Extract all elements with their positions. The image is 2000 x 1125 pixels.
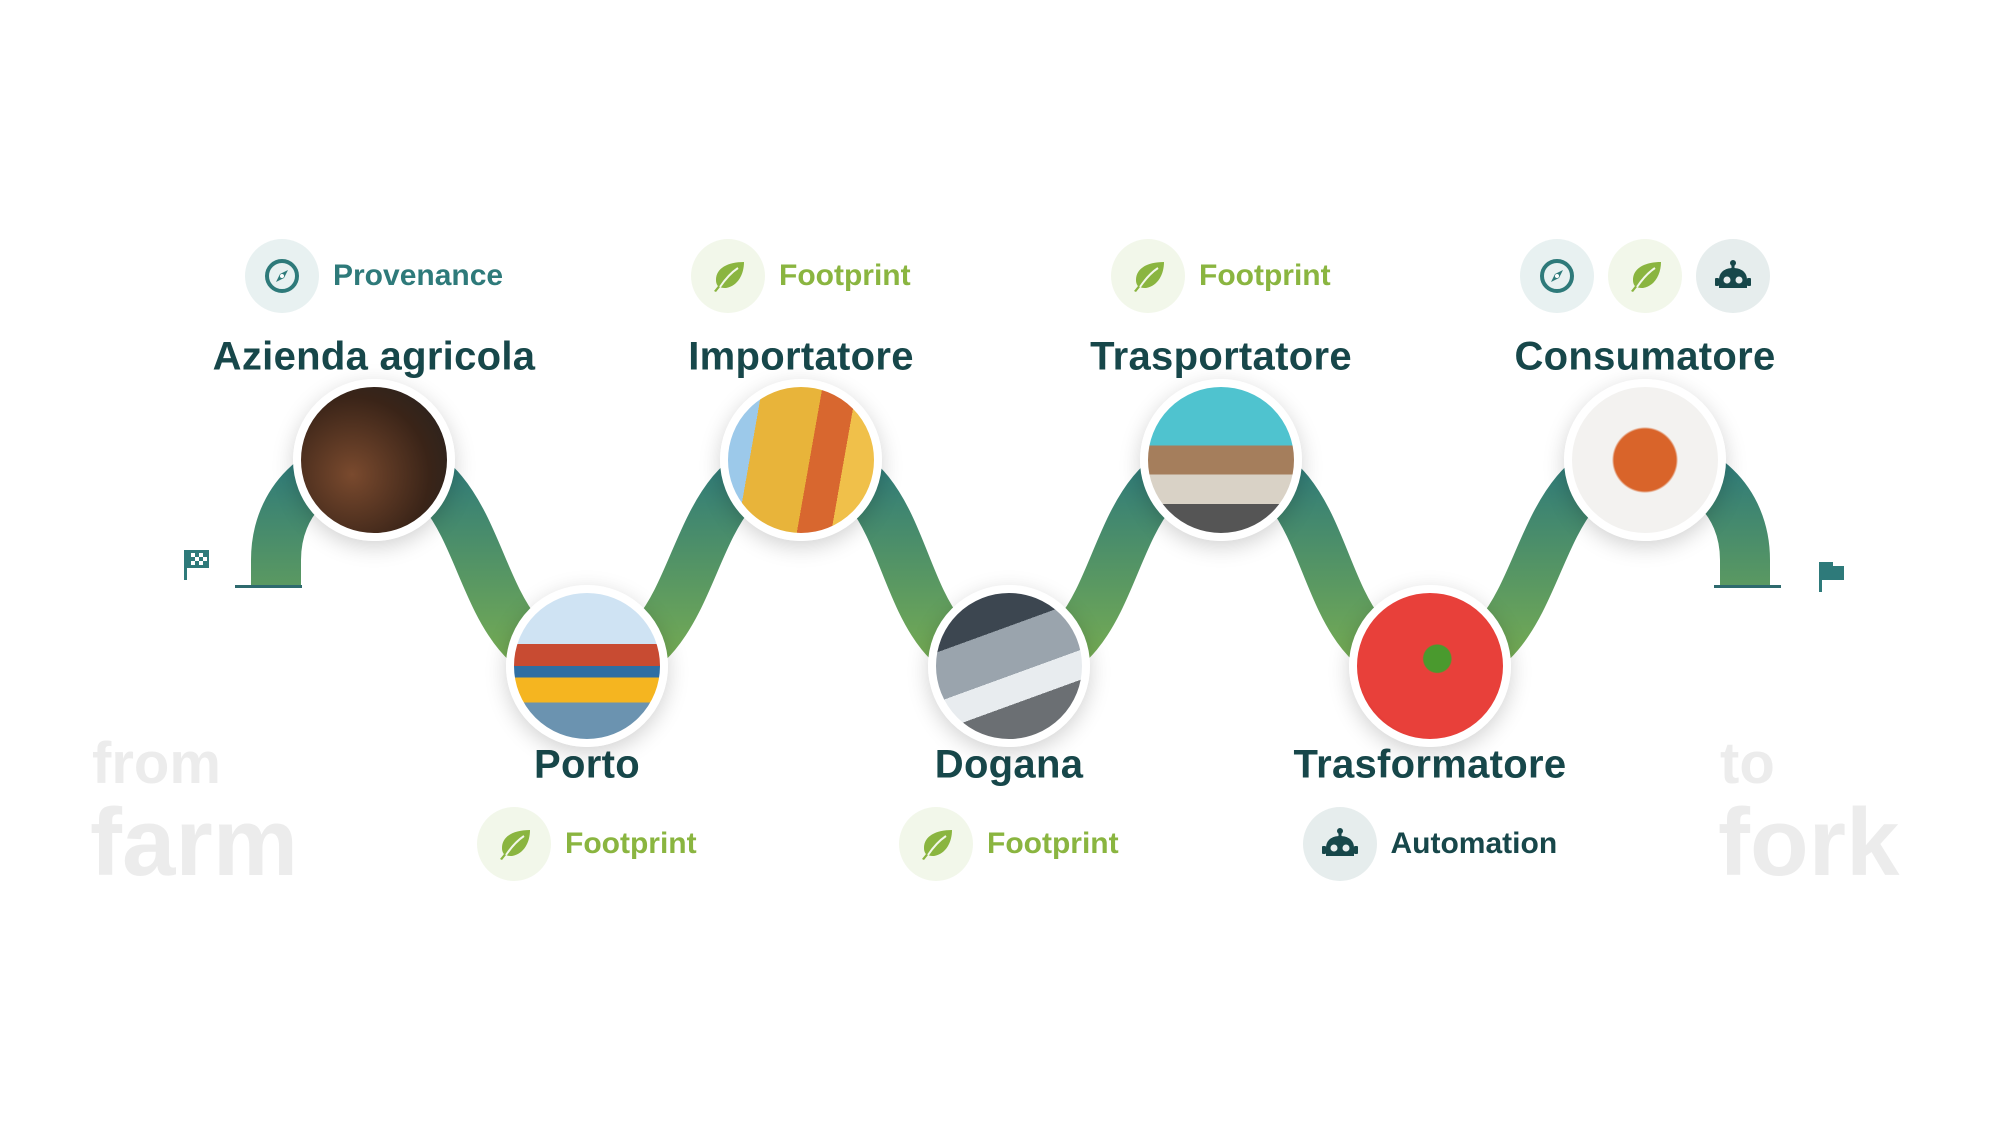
documents-photo [928, 585, 1090, 747]
end-line [1714, 585, 1781, 588]
from-label: from [92, 731, 221, 796]
provenance-icon [1520, 239, 1594, 313]
stage-badges: Provenance [245, 239, 503, 313]
stage-title: Porto [534, 742, 640, 787]
footprint-icon [899, 807, 973, 881]
footprint-label: Footprint [1199, 259, 1331, 292]
seedlings-photo [293, 379, 455, 541]
footprint-icon [477, 807, 551, 881]
footprint-label: Footprint [779, 259, 911, 292]
flag-icon [1819, 562, 1844, 592]
checkered-flag-icon [184, 550, 209, 580]
tomato-soup-photo [1349, 585, 1511, 747]
farm-label: farm [90, 789, 299, 896]
stage-badges [1520, 239, 1770, 313]
automation-icon [1696, 239, 1770, 313]
footprint-icon [691, 239, 765, 313]
fork-label: fork [1718, 789, 1900, 896]
footprint-label: Footprint [565, 827, 697, 860]
footprint-icon [1608, 239, 1682, 313]
cargo-ship-photo [506, 585, 668, 747]
footprint-icon [1111, 239, 1185, 313]
stage-title: Trasformatore [1293, 742, 1567, 787]
provenance-label: Provenance [333, 259, 504, 292]
stage-badges: Footprint [899, 807, 1119, 881]
automation-icon [1302, 807, 1377, 881]
truck-photo [1140, 379, 1302, 541]
stage-title: Importatore [688, 334, 914, 379]
stage-badges: Footprint [1111, 239, 1331, 313]
stage-badges: Automation [1302, 807, 1558, 881]
provenance-icon [245, 239, 319, 313]
stage-badges: Footprint [691, 239, 911, 313]
start-line [235, 585, 302, 588]
pasta-photo [1564, 379, 1726, 541]
footprint-label: Footprint [987, 827, 1119, 860]
stage-title: Consumatore [1514, 334, 1776, 379]
stage-title: Trasportatore [1090, 334, 1352, 379]
stage-badges: Footprint [477, 807, 697, 881]
automation-label: Automation [1390, 827, 1558, 860]
stage-title: Azienda agricola [212, 334, 536, 379]
to-label: to [1720, 731, 1775, 796]
stage-title: Dogana [934, 742, 1084, 787]
containers-photo [720, 379, 882, 541]
